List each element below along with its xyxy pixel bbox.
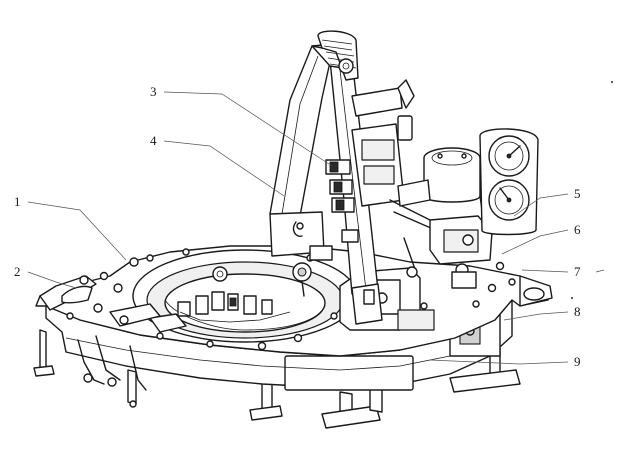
grip-handle xyxy=(317,30,359,81)
callout-8: 8 xyxy=(503,304,581,321)
callout-label: 5 xyxy=(574,186,581,201)
callout-5: 5 xyxy=(513,186,581,217)
callout-label: 7 xyxy=(574,264,581,279)
callout-4: 4 xyxy=(150,133,285,197)
lower-linkage xyxy=(77,335,147,408)
gauge-panel xyxy=(479,128,539,236)
callout-label: 6 xyxy=(574,222,581,237)
callout-9: 9 xyxy=(429,354,581,369)
callout-label: 2 xyxy=(14,264,21,279)
callout-2: 2 xyxy=(14,264,77,289)
indicator-plate xyxy=(269,211,333,261)
pressure-gauge-lower xyxy=(488,179,530,221)
callouts: 1 2 3 4 5 6 7 8 xyxy=(14,84,605,369)
callout-label: 3 xyxy=(150,84,157,99)
pressure-gauge-upper xyxy=(488,135,530,177)
callout-label: 8 xyxy=(574,304,581,319)
callout-7: 7 xyxy=(521,264,605,279)
callout-1: 1 xyxy=(14,194,127,261)
stray-marks xyxy=(571,81,614,299)
stand-legs xyxy=(33,329,521,429)
callout-label: 9 xyxy=(574,354,581,369)
callout-label: 1 xyxy=(14,194,21,209)
callout-6: 6 xyxy=(501,222,581,255)
callout-label: 4 xyxy=(150,133,157,148)
callout-3: 3 xyxy=(150,84,333,167)
bolts xyxy=(66,248,516,351)
